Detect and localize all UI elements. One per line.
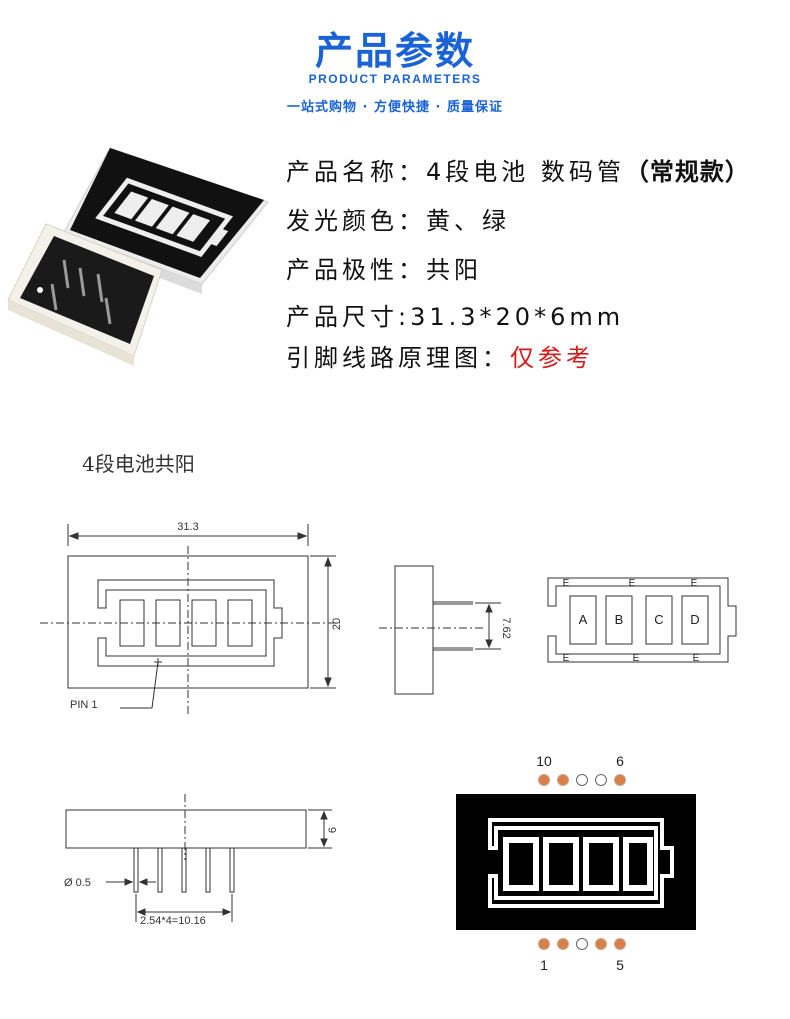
spec-name-value: 4段电池 数码管 (426, 158, 625, 186)
spec-name-label: 产品名称： (286, 158, 426, 186)
front-view-drawing: 31.3 20 PIN 1 (40, 521, 343, 716)
pin-2-dot (557, 938, 569, 950)
spec-name: 产品名称：4段电池 数码管（常规款） (286, 152, 750, 187)
slogan: 一站式购物 · 方便快捷 · 质量保证 (287, 100, 503, 115)
frame-e-bottom-1: E (563, 653, 570, 664)
pin-10-label: 10 (536, 753, 552, 769)
page-subtitle: PRODUCT PARAMETERS (308, 72, 482, 86)
dim-height-label: 20 (331, 618, 343, 630)
dim-pin-diameter-label: Ø 0.5 (64, 877, 91, 889)
pin-1-dot (538, 938, 550, 950)
frame-e-bottom-3: E (693, 653, 700, 664)
spec-size-value: 31.3*20*6mm (410, 303, 625, 331)
dim-width-label: 31.3 (177, 521, 198, 533)
frame-e-bottom-2: E (633, 653, 640, 664)
segment-layout-drawing: A B C D E E E E E E (547, 577, 737, 664)
diagram-section-title: 4段电池共阳 (82, 452, 195, 476)
frame-e-top-1: E (563, 578, 570, 589)
frame-e-top-3: E (691, 578, 698, 589)
segment-b-label: B (615, 612, 624, 627)
spec-size: 产品尺寸:31.3*20*6mm (286, 297, 624, 332)
segment-d-label: D (690, 612, 699, 627)
spec-color-label: 发光颜色： (286, 207, 426, 235)
dim-pin-pitch-label: 2.54*4=10.16 (140, 915, 206, 927)
spec-color-value: 黄、绿 (426, 207, 510, 235)
pin-5-dot (614, 938, 626, 950)
pinout-diagram: 10 6 1 5 (456, 753, 696, 973)
spec-schematic-label: 引脚线路原理图： (286, 344, 510, 372)
spec-schematic: 引脚线路原理图：仅参考 (286, 338, 594, 373)
page-title: 产品参数 (314, 29, 475, 73)
spec-polarity-label: 产品极性： (286, 256, 426, 284)
pin-7-dot (595, 774, 607, 786)
pin-8-dot (576, 774, 588, 786)
pin-1-label: 1 (540, 957, 548, 973)
frame-e-top-2: E (629, 578, 636, 589)
pin-5-label: 5 (616, 957, 624, 973)
pin1-label: PIN 1 (70, 699, 98, 711)
dim-thickness-label: 6 (327, 827, 339, 833)
product-photo (7, 147, 269, 366)
pin-6-label: 6 (616, 753, 624, 769)
pin-6-dot (614, 774, 626, 786)
spec-size-label: 产品尺寸: (286, 303, 411, 331)
side-view-drawing: 7.62 (379, 565, 512, 695)
dim-pin-spacing-label: 7.62 (500, 617, 512, 638)
pin-4-dot (595, 938, 607, 950)
segment-a-label: A (579, 612, 588, 627)
spec-polarity-value: 共阳 (426, 256, 482, 284)
spec-name-suffix: （常规款） (624, 158, 750, 186)
spec-polarity: 产品极性：共阳 (286, 250, 482, 285)
pin-9-dot (557, 774, 569, 786)
pin-10-dot (538, 774, 550, 786)
pin-3-dot (576, 938, 588, 950)
segment-c-label: C (654, 612, 663, 627)
spec-color: 发光颜色：黄、绿 (286, 201, 510, 236)
spec-schematic-value: 仅参考 (510, 344, 594, 372)
bottom-view-drawing: 6 Ø 0.5 2.54*4=10.16 (64, 794, 339, 927)
